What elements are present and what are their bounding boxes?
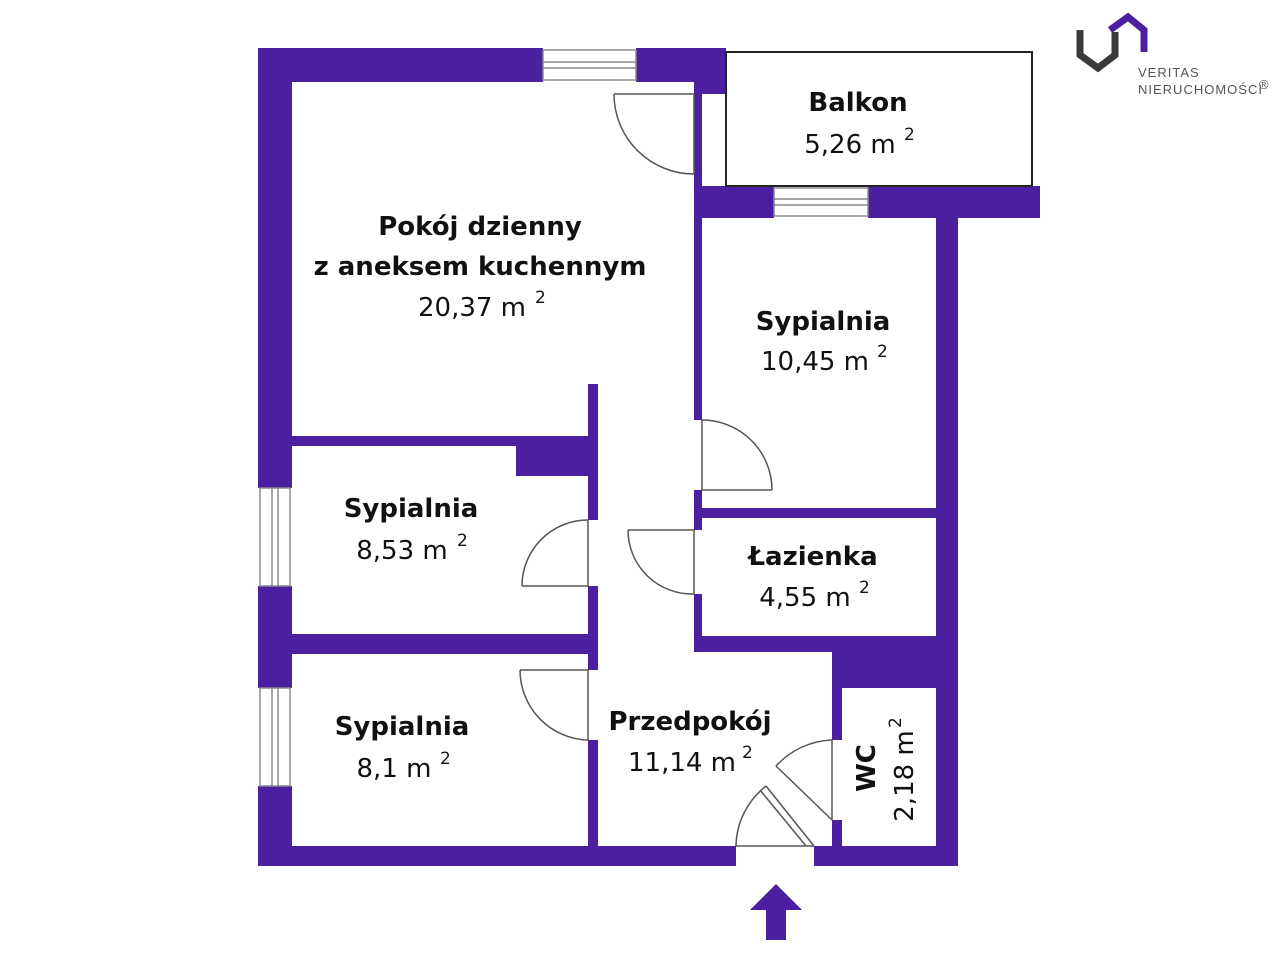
wall-bedroom-bath [694,508,958,518]
room-bedroom3: Sypialnia 8,1 m 2 [335,712,470,784]
logo-registered: ® [1259,77,1270,92]
wall-bottom-right [814,846,958,866]
window-bedroom3 [259,687,291,787]
room-area-sup: 2 [457,531,468,551]
veritas-logo: VERITAS NIERUCHOMOŚCI ® [1076,12,1270,97]
room-area: 20,37 m [418,293,526,323]
wall-hall-middle [588,586,598,670]
room-area: 2,18 m [890,730,920,821]
door-bedroom3 [519,669,589,741]
door-bathroom [627,529,695,595]
room-living: Pokój dzienny z aneksem kuchennym 20,37 … [314,212,647,323]
up-arrow-icon [750,884,802,940]
window-bedroom1 [773,187,869,217]
logo-line2: NIERUCHOMOŚCI [1138,82,1263,97]
wall-bedroom2-bedroom3 [292,634,596,654]
wall-top-corner [694,48,726,94]
room-name-line2: z aneksem kuchennym [314,252,647,282]
wall-right [936,186,958,866]
room-area-sup: 2 [535,288,546,308]
room-area: 4,55 m [759,583,850,613]
door-balcony [613,93,695,175]
door-bedroom2 [521,519,589,587]
room-name: Sypialnia [335,712,470,742]
wall-balcony-right [868,186,1040,218]
room-area-sup: 2 [742,743,753,763]
room-area-sup: 2 [440,749,451,769]
room-area: 8,53 m [356,536,447,566]
room-name: Balkon [808,88,907,118]
window-living-top [542,49,637,81]
wall-top-left [258,48,543,82]
room-area-sup: 2 [877,342,888,362]
wall-balcony-left [694,186,774,218]
wall-bottom-left [258,846,736,866]
room-area: 10,45 m [761,347,869,377]
walls [258,48,1040,866]
wall-bath-left [694,594,702,652]
doors [519,93,833,847]
room-name: Przedpokój [608,707,771,737]
window-bedroom2 [259,487,291,587]
wall-wc-left-upper [832,652,842,740]
balcony-outline [725,51,1033,187]
logo-line1: VERITAS [1138,65,1200,80]
room-area: 5,26 m [804,130,895,160]
room-area: 8,1 m [357,754,432,784]
wall-living-bottom [292,436,596,446]
wall-left-upper [258,48,292,488]
room-area-sup: 2 [859,578,870,598]
room-name-line1: Pokój dzienny [378,212,582,242]
room-area-sup: 2 [904,125,915,145]
room-area: 11,14 m [628,748,736,778]
room-bedroom2: Sypialnia 8,53 m 2 [344,494,479,566]
room-name: Sypialnia [344,494,479,524]
windows [259,49,869,787]
wall-wc-top [832,652,958,688]
room-name: Łazienka [746,542,877,572]
room-bedroom1: Sypialnia 10,45 m 2 [756,307,891,377]
wall-closet [516,436,596,476]
door-bedroom1 [701,419,773,491]
room-hall: Przedpokój 11,14 m 2 [608,707,771,778]
door-entrance [735,785,815,847]
wall-hall-lower [588,740,598,866]
room-name: WC [852,744,882,792]
room-area-sup: 2 [886,717,906,728]
logo-mark-dark [1076,30,1119,73]
room-name: Sypialnia [756,307,891,337]
door-wc [775,739,833,821]
wall-living-bedroom [694,94,702,420]
room-wc: WC 2,18 m 2 [852,717,920,822]
room-bathroom: Łazienka 4,55 m 2 [746,542,877,613]
room-balkon: Balkon 5,26 m 2 [804,88,915,160]
wall-wc-left-lower [832,820,842,866]
wall-left-middle [258,586,292,688]
wall-bath-bottom [694,636,958,652]
logo-mark-accent [1107,12,1148,52]
wall-hall-upper [588,384,598,520]
